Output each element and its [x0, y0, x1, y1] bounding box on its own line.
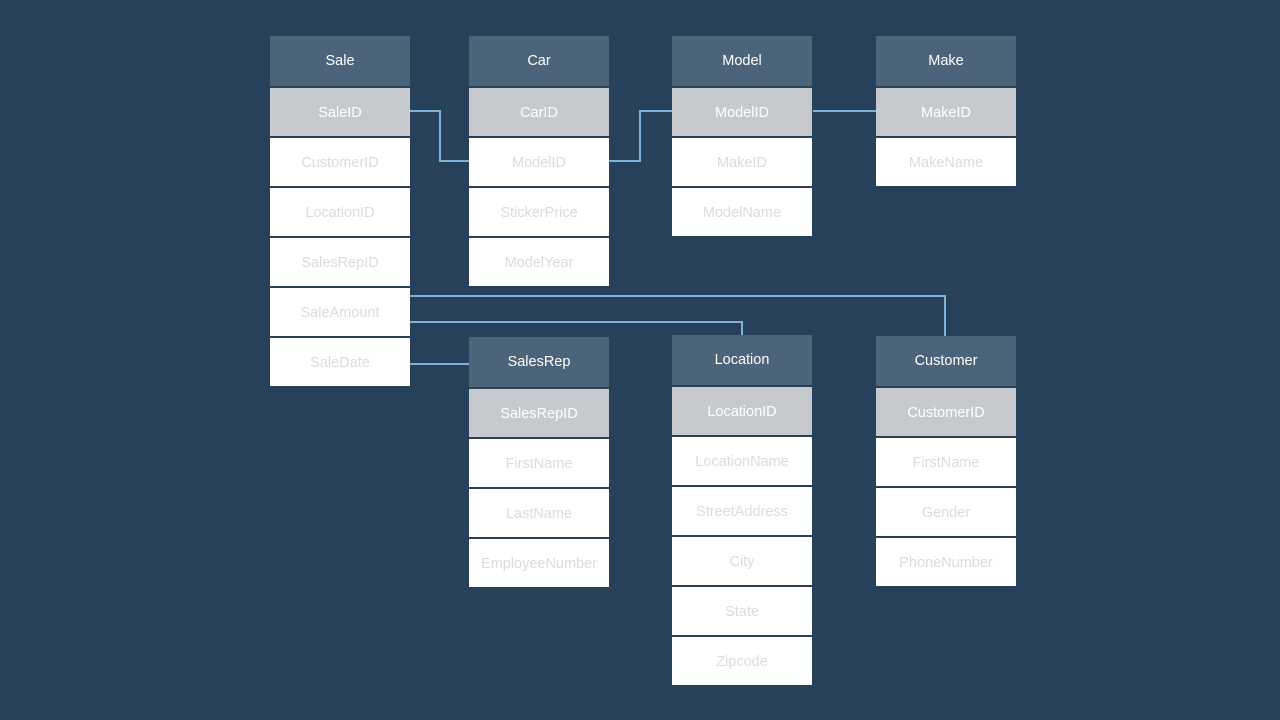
field-row-location[interactable]: City — [672, 535, 812, 585]
entity-title-salesrep: SalesRep — [469, 337, 609, 387]
field-row-customer[interactable]: PhoneNumber — [876, 536, 1016, 586]
field-row-location[interactable]: LocationName — [672, 435, 812, 485]
field-row-customer[interactable]: FirstName — [876, 436, 1016, 486]
entity-title-model: Model — [672, 36, 812, 86]
entity-title-make: Make — [876, 36, 1016, 86]
field-row-sale[interactable]: CustomerID — [270, 136, 410, 186]
field-row-make[interactable]: MakeName — [876, 136, 1016, 186]
primary-key-row-salesrep[interactable]: SalesRepID — [469, 387, 609, 437]
field-row-location[interactable]: StreetAddress — [672, 485, 812, 535]
relationship-connector-sale-customer — [410, 295, 946, 337]
field-row-car[interactable]: StickerPrice — [469, 186, 609, 236]
relationship-connector-sale-car — [410, 110, 470, 162]
entity-title-customer: Customer — [876, 336, 1016, 386]
field-row-salesrep[interactable]: EmployeeNumber — [469, 537, 609, 587]
entity-title-location: Location — [672, 335, 812, 385]
field-row-sale[interactable]: SaleAmount — [270, 286, 410, 336]
field-row-customer[interactable]: Gender — [876, 486, 1016, 536]
field-row-car[interactable]: ModelID — [469, 136, 609, 186]
relationship-connector-car-model — [609, 110, 673, 162]
field-row-sale[interactable]: LocationID — [270, 186, 410, 236]
primary-key-row-customer[interactable]: CustomerID — [876, 386, 1016, 436]
field-row-car[interactable]: ModelYear — [469, 236, 609, 286]
field-row-sale[interactable]: SalesRepID — [270, 236, 410, 286]
field-row-salesrep[interactable]: LastName — [469, 487, 609, 537]
field-row-model[interactable]: ModelName — [672, 186, 812, 236]
field-row-model[interactable]: MakeID — [672, 136, 812, 186]
primary-key-row-model[interactable]: ModelID — [672, 86, 812, 136]
primary-key-row-sale[interactable]: SaleID — [270, 86, 410, 136]
relationship-connector-sale-location — [410, 321, 743, 336]
primary-key-row-location[interactable]: LocationID — [672, 385, 812, 435]
entity-title-sale: Sale — [270, 36, 410, 86]
field-row-location[interactable]: State — [672, 585, 812, 635]
entity-title-car: Car — [469, 36, 609, 86]
primary-key-row-car[interactable]: CarID — [469, 86, 609, 136]
field-row-sale[interactable]: SaleDate — [270, 336, 410, 386]
field-row-salesrep[interactable]: FirstName — [469, 437, 609, 487]
field-row-location[interactable]: Zipcode — [672, 635, 812, 685]
primary-key-row-make[interactable]: MakeID — [876, 86, 1016, 136]
